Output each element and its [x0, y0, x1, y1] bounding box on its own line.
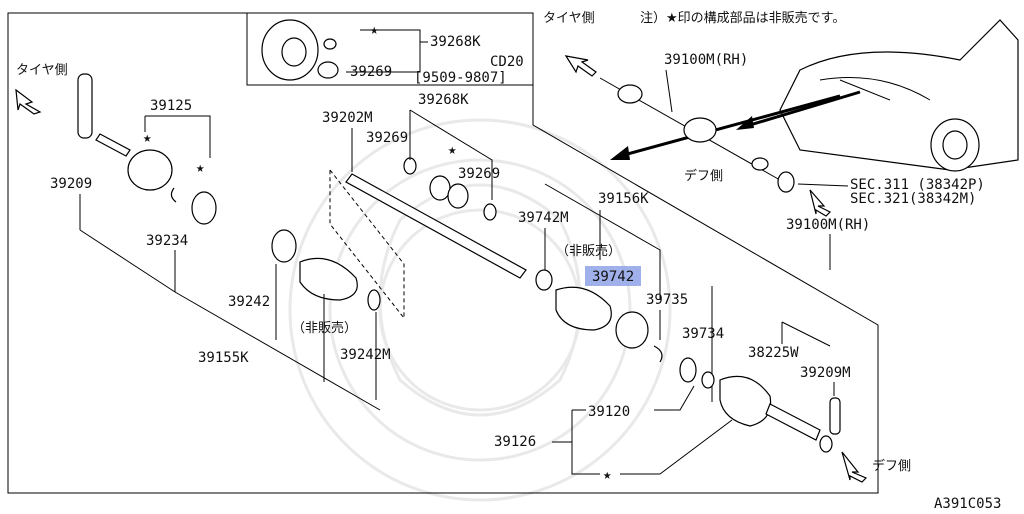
outer-joint-parts [77, 73, 217, 225]
label-39234: 39234 [146, 233, 188, 249]
frame-lines [7, 12, 879, 494]
label-38225w: 38225W [748, 345, 799, 361]
star-inner-race: ★ [196, 160, 205, 176]
label-39742m: 39742M [518, 210, 569, 226]
label-39269-a: 39269 [366, 130, 408, 146]
label-39269-b: 39269 [458, 166, 500, 182]
label-39156k: 39156K [598, 191, 649, 207]
label-tire-side-top: タイヤ側 [543, 11, 595, 26]
arrow-diff-bottom-icon [841, 451, 868, 483]
label-engine: CD20 [490, 54, 524, 70]
label-39269-inset: 39269 [350, 64, 392, 80]
shaft-part [345, 157, 527, 279]
label-diff-side-top: デフ側 [684, 168, 723, 184]
label-39100m-top: 39100M(RH) [664, 52, 748, 68]
star-39268k: ★ [448, 142, 457, 158]
label-tire-side-left: タイヤ側 [16, 63, 68, 78]
arrow-tire-top-icon [564, 55, 597, 77]
label-39242m: 39242M [340, 347, 391, 363]
label-not-for-sale-right: （非販売） [556, 243, 621, 259]
label-39268k: 39268K [418, 92, 469, 108]
label-sec311: SEC.311 (38342P) [850, 177, 985, 193]
label-39734: 39734 [682, 326, 724, 342]
label-39120: 39120 [588, 404, 630, 420]
label-39742: 39742 [592, 269, 634, 285]
label-39126: 39126 [494, 434, 536, 450]
label-39202m: 39202M [322, 110, 373, 126]
driveshaft-assembly-top [599, 77, 795, 193]
boot-parts-left [271, 229, 381, 311]
diagram-code: A391C053 [934, 496, 1001, 510]
label-39268k-inset: 39268K [430, 34, 481, 50]
label-39100m-right: 39100M(RH) [786, 217, 870, 233]
arrow-diff-top-icon [809, 189, 832, 217]
label-39209m: 39209M [800, 365, 851, 381]
star-39126: ★ [603, 467, 612, 483]
star-marker: ★ [370, 22, 379, 38]
highlight-39742 [585, 266, 641, 286]
label-39209-left: 39209 [50, 176, 92, 192]
inner-boot-parts [535, 269, 663, 363]
star-outer-joint: ★ [143, 130, 152, 146]
housing-parts [679, 357, 841, 453]
label-diff-side-bottom: デフ側 [872, 458, 911, 474]
label-39735: 39735 [646, 292, 688, 308]
label-not-for-sale-left: （非販売） [292, 320, 357, 336]
note-not-for-sale: 注）★印の構成部品は非販売です。 [640, 10, 845, 26]
inset-boot-icon [261, 19, 339, 81]
label-39242: 39242 [228, 294, 270, 310]
label-period: [9509-9807] [414, 70, 507, 86]
arrow-tire-left-icon [15, 88, 42, 115]
vehicle-icon [779, 19, 1019, 172]
label-sec321: SEC.321(38342M) [850, 191, 976, 207]
label-39125: 39125 [150, 98, 192, 114]
label-39155k: 39155K [198, 350, 249, 366]
